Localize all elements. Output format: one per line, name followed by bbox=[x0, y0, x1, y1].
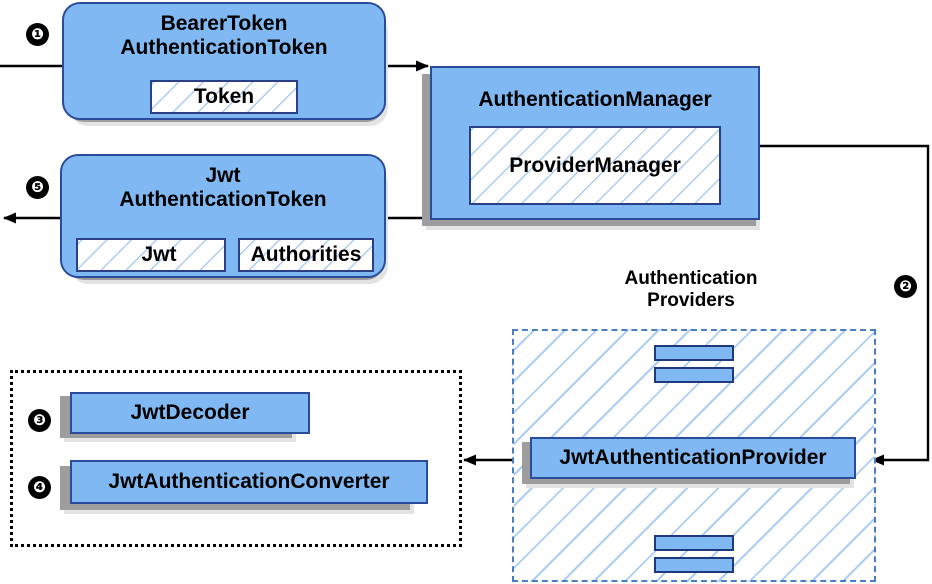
provider-placeholder-bar-top-1 bbox=[654, 345, 734, 361]
node-bearer-token-authentication-token[interactable]: BearerToken AuthenticationToken bbox=[62, 2, 386, 120]
jwt-support-container bbox=[10, 370, 462, 547]
step-marker-3: ❸ bbox=[28, 409, 51, 432]
provider-placeholder-bar-bottom-1 bbox=[654, 535, 734, 551]
node-jwt-authentication-converter[interactable]: JwtAuthenticationConverter bbox=[70, 460, 428, 504]
step-marker-4: ❹ bbox=[28, 476, 51, 499]
jwt-decoder-label: JwtDecoder bbox=[130, 401, 250, 425]
jwt-token-inner-jwt: Jwt bbox=[76, 238, 226, 272]
bearer-token-inner-token: Token bbox=[150, 80, 298, 114]
providers-heading-line2: Providers bbox=[647, 290, 735, 312]
jwt-token-title-line2: AuthenticationToken bbox=[119, 187, 327, 211]
provider-placeholder-bar-bottom-2 bbox=[654, 557, 734, 573]
bearer-token-title-line1: BearerToken bbox=[160, 12, 288, 35]
jwt-token-title-line1: Jwt bbox=[205, 164, 241, 187]
jwt-token-inner-authorities: Authorities bbox=[238, 238, 374, 272]
bearer-token-title-line2: AuthenticationToken bbox=[120, 35, 328, 59]
provider-placeholder-bar-top-2 bbox=[654, 367, 734, 383]
provider-manager-label: ProviderManager bbox=[509, 153, 681, 177]
authentication-manager-title: AuthenticationManager bbox=[478, 88, 712, 111]
bearer-token-inner-token-label: Token bbox=[193, 85, 255, 108]
step-marker-1: ❶ bbox=[26, 23, 49, 46]
authentication-providers-heading: Authentication Providers bbox=[598, 268, 784, 313]
node-jwt-authentication-provider[interactable]: JwtAuthenticationProvider bbox=[530, 437, 856, 479]
node-jwt-decoder[interactable]: JwtDecoder bbox=[70, 392, 310, 434]
jwt-token-inner-authorities-label: Authorities bbox=[250, 243, 362, 266]
step-marker-5: ❺ bbox=[26, 176, 49, 199]
jwt-authentication-provider-label: JwtAuthenticationProvider bbox=[559, 446, 827, 470]
jwt-token-inner-jwt-label: Jwt bbox=[141, 243, 177, 266]
providers-heading-line1: Authentication bbox=[624, 268, 758, 289]
step-marker-2: ❷ bbox=[894, 275, 917, 298]
jwt-authentication-converter-label: JwtAuthenticationConverter bbox=[108, 470, 390, 494]
authentication-manager-inner-provider-manager: ProviderManager bbox=[469, 126, 721, 205]
